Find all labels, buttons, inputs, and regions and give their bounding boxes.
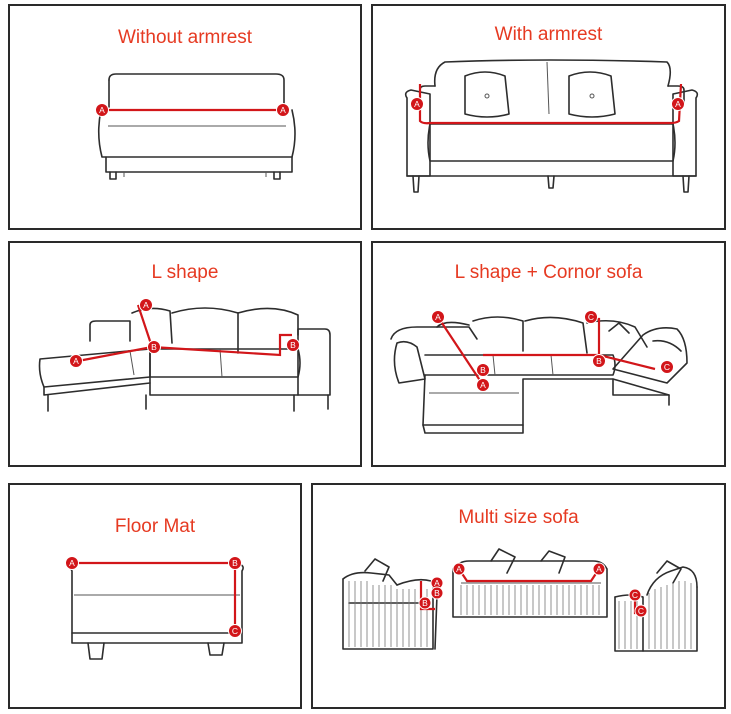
- svg-text:A: A: [73, 356, 79, 366]
- l-corner-sofa-illustration: A A B B C C: [390, 310, 688, 434]
- marker-a: A: [671, 97, 685, 111]
- svg-text:A: A: [434, 578, 440, 588]
- floor-mat-illustration: A B C: [65, 556, 244, 660]
- marker-a: A: [410, 97, 424, 111]
- panel-floor-mat: Floor Mat A B C: [8, 483, 302, 709]
- panel-with-armrest: With armrest A A: [371, 4, 726, 230]
- marker-b: B: [228, 556, 242, 570]
- svg-text:B: B: [480, 365, 486, 375]
- marker-a: A: [276, 103, 290, 117]
- marker-a: A: [476, 378, 490, 392]
- armrest-sofa-illustration: A A: [404, 59, 699, 193]
- svg-text:A: A: [675, 99, 681, 109]
- marker-b: B: [147, 340, 161, 354]
- svg-text:C: C: [632, 590, 638, 600]
- svg-text:A: A: [480, 380, 486, 390]
- marker-c: C: [228, 624, 242, 638]
- svg-text:A: A: [435, 312, 441, 322]
- marker-b: B: [476, 363, 490, 377]
- marker-a: A: [139, 298, 153, 312]
- panel-without-armrest: Without armrest A A: [8, 4, 362, 230]
- svg-text:A: A: [280, 105, 286, 115]
- l-shape-sofa-illustration: A A B B: [38, 298, 331, 412]
- svg-text:B: B: [434, 588, 440, 598]
- marker-c: C: [634, 604, 648, 618]
- svg-text:B: B: [290, 340, 296, 350]
- svg-text:B: B: [596, 356, 602, 366]
- svg-text:A: A: [596, 564, 602, 574]
- marker-b: B: [430, 586, 444, 600]
- marker-b: B: [592, 354, 606, 368]
- panel-title: L shape + Cornor sofa: [454, 262, 643, 283]
- svg-text:B: B: [151, 342, 157, 352]
- marker-a: A: [65, 556, 79, 570]
- svg-text:C: C: [664, 362, 670, 372]
- marker-c: C: [584, 310, 598, 324]
- marker-a: A: [592, 562, 606, 576]
- svg-text:A: A: [99, 105, 105, 115]
- panel-title: Without armrest: [117, 27, 253, 48]
- panel-title: Multi size sofa: [458, 507, 579, 528]
- marker-a: A: [431, 310, 445, 324]
- svg-text:A: A: [69, 558, 75, 568]
- armless-sofa-illustration: A A: [95, 73, 296, 180]
- svg-text:B: B: [422, 598, 428, 608]
- marker-b: B: [286, 338, 300, 352]
- svg-text:C: C: [588, 312, 594, 322]
- marker-a: A: [95, 103, 109, 117]
- marker-b: B: [418, 596, 432, 610]
- svg-text:B: B: [232, 558, 238, 568]
- panel-multi-size-sofa: Multi size sofa A B B A A C C: [311, 483, 726, 709]
- panel-title: With armrest: [494, 24, 603, 45]
- marker-a: A: [452, 562, 466, 576]
- svg-text:C: C: [638, 606, 644, 616]
- panel-l-corner-sofa: L shape + Cornor sofa A A B B C C: [371, 241, 726, 467]
- marker-c: C: [660, 360, 674, 374]
- panel-l-shape: L shape A A B B: [8, 241, 362, 467]
- svg-text:C: C: [232, 626, 238, 636]
- marker-a: A: [69, 354, 83, 368]
- svg-text:A: A: [414, 99, 420, 109]
- panel-title: L shape: [151, 262, 219, 283]
- panel-title: Floor Mat: [114, 516, 196, 537]
- marker-c: C: [628, 588, 642, 602]
- svg-text:A: A: [143, 300, 149, 310]
- multi-size-sofa-illustration: A B B A A C C: [342, 548, 698, 652]
- svg-text:A: A: [456, 564, 462, 574]
